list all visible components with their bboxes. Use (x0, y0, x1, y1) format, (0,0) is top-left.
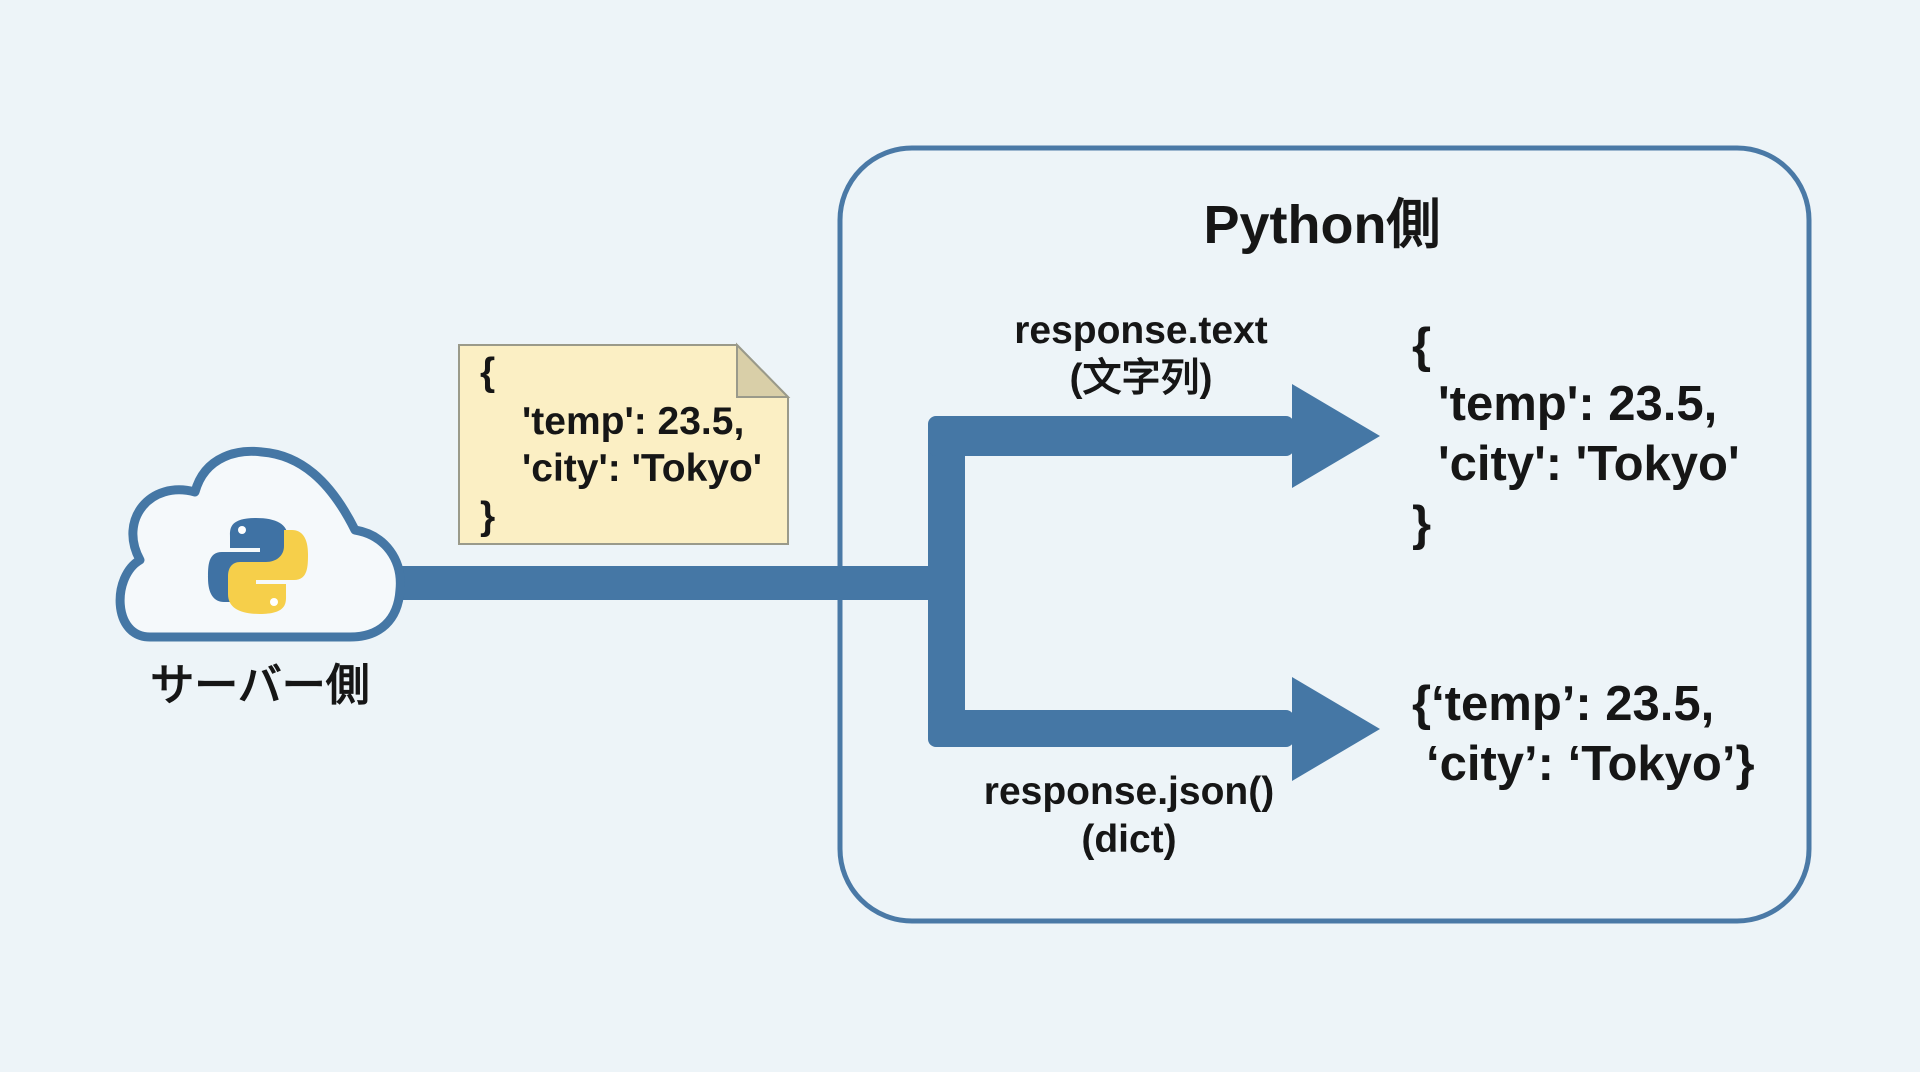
text-branch-sublabel: (文字列) (1069, 357, 1213, 400)
python-logo-icon (208, 518, 308, 614)
note-line: } (480, 495, 496, 538)
json-result-line: {‘temp’: 23.5, (1412, 677, 1715, 731)
text-arrow-shaft (928, 416, 1294, 456)
text-result-line: 'city': 'Tokyo' (1438, 437, 1740, 491)
text-result-line: } (1412, 497, 1432, 551)
text-arrow-head (1292, 384, 1380, 488)
python-side-box (837, 145, 1812, 924)
json-arrow-head (1292, 677, 1380, 781)
note-line: 'temp': 23.5, (522, 400, 745, 443)
text-branch-label: response.text (1014, 309, 1268, 352)
server-label: サーバー側 (150, 661, 370, 710)
json-branch-sublabel: (dict) (1081, 818, 1177, 861)
json-result-line: ‘city’: ‘Tokyo’} (1426, 737, 1755, 791)
branch-vertical-line (928, 416, 965, 747)
json-arrow-shaft (928, 710, 1294, 747)
text-result-line: 'temp': 23.5, (1438, 377, 1718, 431)
server-connector-line (400, 566, 965, 600)
note-line: 'city': 'Tokyo' (522, 447, 763, 490)
text-result-line: { (1412, 319, 1432, 373)
json-branch-label: response.json() (983, 770, 1275, 813)
json-note (458, 342, 791, 545)
note-line: { (480, 351, 496, 394)
python-side-title: Python側 (1203, 195, 1441, 255)
